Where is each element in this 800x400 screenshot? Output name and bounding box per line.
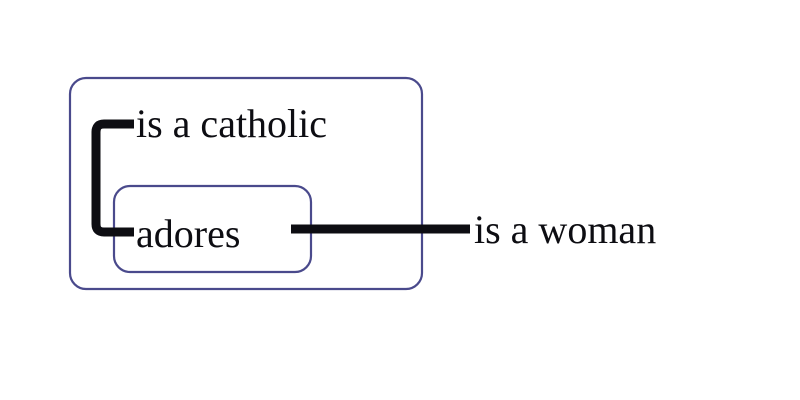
node-label-is-a-woman[interactable]: is a woman — [474, 207, 656, 252]
node-label-is-a-catholic[interactable]: is a catholic — [136, 101, 327, 146]
outer-group-box[interactable] — [68, 76, 424, 291]
bracket-connector — [91, 119, 134, 237]
node-label-adores[interactable]: adores — [136, 211, 240, 256]
